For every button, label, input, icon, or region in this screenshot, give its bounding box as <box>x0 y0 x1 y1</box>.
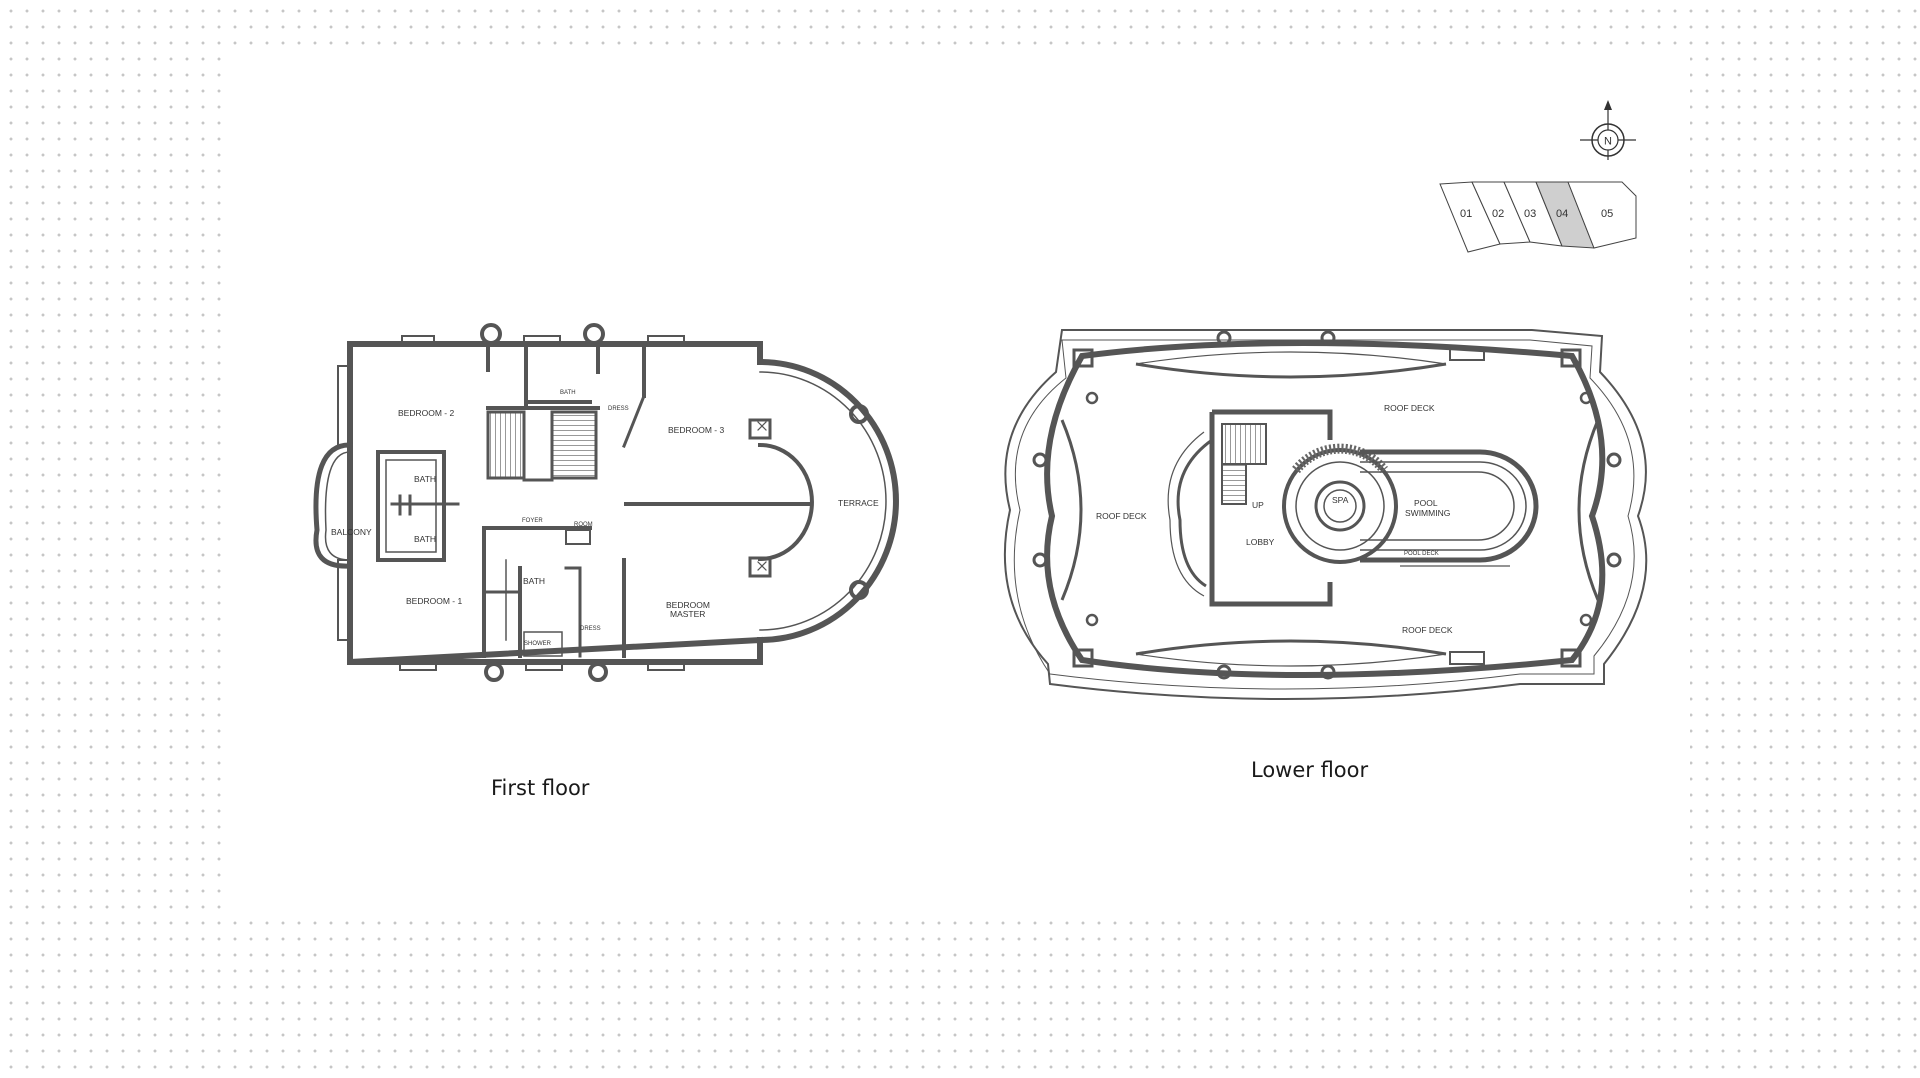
key-unit-05 <box>1567 181 1637 249</box>
lower-floor-caption: Lower floor <box>1251 758 1369 782</box>
north-label: N <box>1604 136 1612 148</box>
room-label: POOL <box>1414 498 1438 508</box>
room-label: BATH <box>414 474 436 484</box>
room-label: TERRACE <box>838 498 879 508</box>
room-label: ROOF DECK <box>1402 625 1453 635</box>
room-label: DRESS <box>608 406 629 412</box>
north-compass-icon: N <box>1580 100 1636 160</box>
room-label: BEDROOM - 2 <box>398 408 454 418</box>
room-label: BEDROOM - 3 <box>668 425 724 435</box>
first-floor-caption: First floor <box>491 776 590 800</box>
key-unit-label: 04 <box>1556 208 1568 220</box>
room-label: BALCONY <box>331 527 372 537</box>
room-label: POOL DECK <box>1404 551 1439 557</box>
room-label: BATH <box>414 534 436 544</box>
room-label: BATH <box>560 390 576 396</box>
room-label: BEDROOM <box>666 600 710 610</box>
room-label: UP <box>1252 500 1264 510</box>
lower-floor-plan <box>1003 329 1648 700</box>
room-label: LOBBY <box>1246 537 1275 547</box>
room-label: DRESS <box>580 626 601 632</box>
room-label: SPA <box>1332 495 1349 505</box>
key-unit-label: 02 <box>1492 208 1504 220</box>
room-label: FOYER <box>522 518 543 524</box>
first-floor-plan <box>313 323 899 682</box>
key-unit-label: 05 <box>1601 208 1613 220</box>
room-label: SHOWER <box>524 641 552 647</box>
room-label: BATH <box>523 576 545 586</box>
key-unit-label: 01 <box>1460 208 1472 220</box>
unit-key-plan <box>1439 181 1637 253</box>
room-label: BEDROOM - 1 <box>406 596 462 606</box>
key-plan-labels: 01 02 03 04 05 <box>1460 208 1613 220</box>
room-label: MASTER <box>670 609 705 619</box>
room-label: ROOF DECK <box>1384 403 1435 413</box>
room-label: SWIMMING <box>1405 508 1450 518</box>
lower-floor-room-labels: ROOF DECK ROOF DECK ROOF DECK UP SPA POO… <box>1096 403 1453 635</box>
first-floor-room-labels: BEDROOM - 2 BATH DRESS BEDROOM - 3 BATH … <box>331 390 879 647</box>
room-label: ROOM <box>574 522 593 528</box>
key-unit-label: 03 <box>1524 208 1536 220</box>
room-label: ROOF DECK <box>1096 511 1147 521</box>
